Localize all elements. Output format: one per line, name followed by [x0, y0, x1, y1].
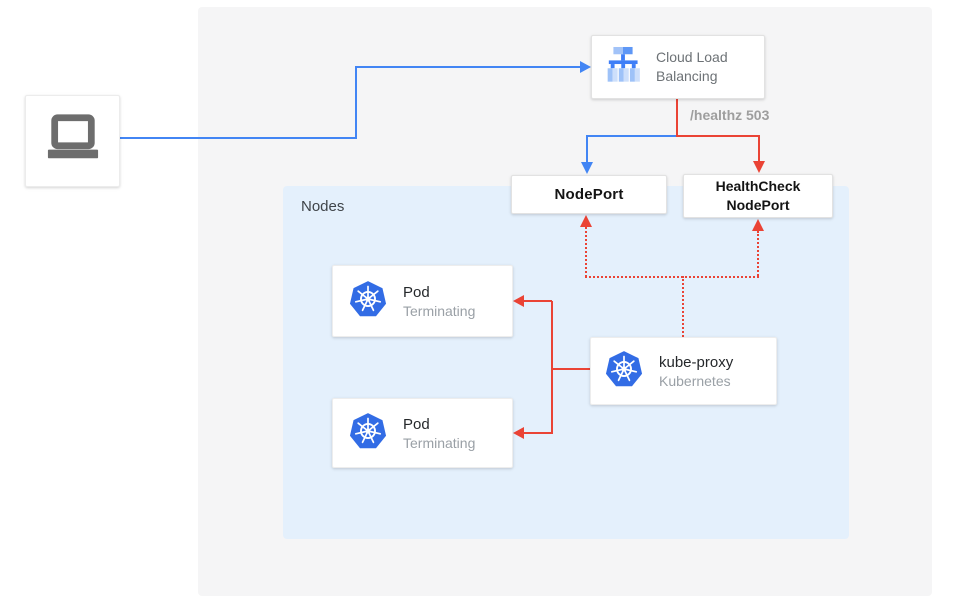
pod-title: Pod	[403, 283, 430, 301]
arrowhead-into-nodeport	[581, 162, 593, 174]
kube-proxy-node: kube-proxy Kubernetes	[590, 337, 777, 405]
arrowhead-dotted-into-nodeport	[580, 215, 592, 227]
edge-into-pod-2	[524, 432, 552, 434]
arrowhead-into-load-balancer	[580, 61, 591, 73]
kube-proxy-title: kube-proxy	[659, 353, 734, 371]
edge-client-to-lb	[355, 66, 581, 68]
arrowhead-dotted-into-healthcheck-nodeport	[752, 219, 764, 231]
pod-status: Terminating	[403, 434, 476, 451]
edge-dotted-from-kube-proxy	[682, 276, 684, 337]
edge-client-vertical	[355, 66, 357, 139]
edge-pods-vertical	[551, 301, 553, 434]
nodes-panel-label: Nodes	[301, 198, 345, 215]
arrowhead-into-healthcheck-nodeport	[753, 161, 765, 173]
edge-branch-red-vertical	[758, 135, 760, 162]
kubernetes-icon	[349, 280, 387, 323]
kubernetes-icon	[605, 350, 643, 393]
edge-dotted-right-vertical	[757, 231, 759, 276]
load-balancer-title: Cloud Load Balancing	[656, 49, 728, 84]
edge-dotted-left-vertical	[585, 227, 587, 277]
client-node	[25, 95, 120, 187]
healthcheck-nodeport-node: HealthCheck NodePort	[683, 174, 833, 218]
arrowhead-into-pod-2	[513, 427, 524, 439]
edge-branch-red-horizontal	[676, 135, 760, 137]
edge-lb-down-red	[676, 99, 678, 137]
edge-client-horizontal	[120, 137, 357, 139]
pod-node-1: Pod Terminating	[332, 265, 513, 337]
edge-branch-blue-horizontal	[586, 135, 676, 137]
arrowhead-into-pod-1	[513, 295, 524, 307]
pod-status: Terminating	[403, 302, 476, 319]
kube-proxy-subtitle: Kubernetes	[659, 372, 731, 389]
laptop-icon	[42, 112, 104, 171]
edge-dotted-horizontal	[585, 276, 759, 278]
nodeport-node: NodePort	[511, 175, 667, 214]
edge-kube-proxy-horizontal	[551, 368, 590, 370]
edge-into-pod-1	[524, 300, 552, 302]
cloud-load-balancing-icon	[600, 42, 646, 93]
kubernetes-icon	[349, 412, 387, 455]
healthcheck-nodeport-label-line1: HealthCheck	[715, 178, 801, 195]
edge-branch-blue-vertical	[586, 135, 588, 163]
cloud-load-balancing-node: Cloud Load Balancing	[591, 35, 765, 99]
pod-title: Pod	[403, 415, 430, 433]
nodeport-label: NodePort	[554, 186, 624, 203]
pod-node-2: Pod Terminating	[332, 398, 513, 468]
healthz-status-label: /healthz 503	[690, 107, 770, 123]
healthcheck-nodeport-label-line2: NodePort	[726, 197, 790, 213]
